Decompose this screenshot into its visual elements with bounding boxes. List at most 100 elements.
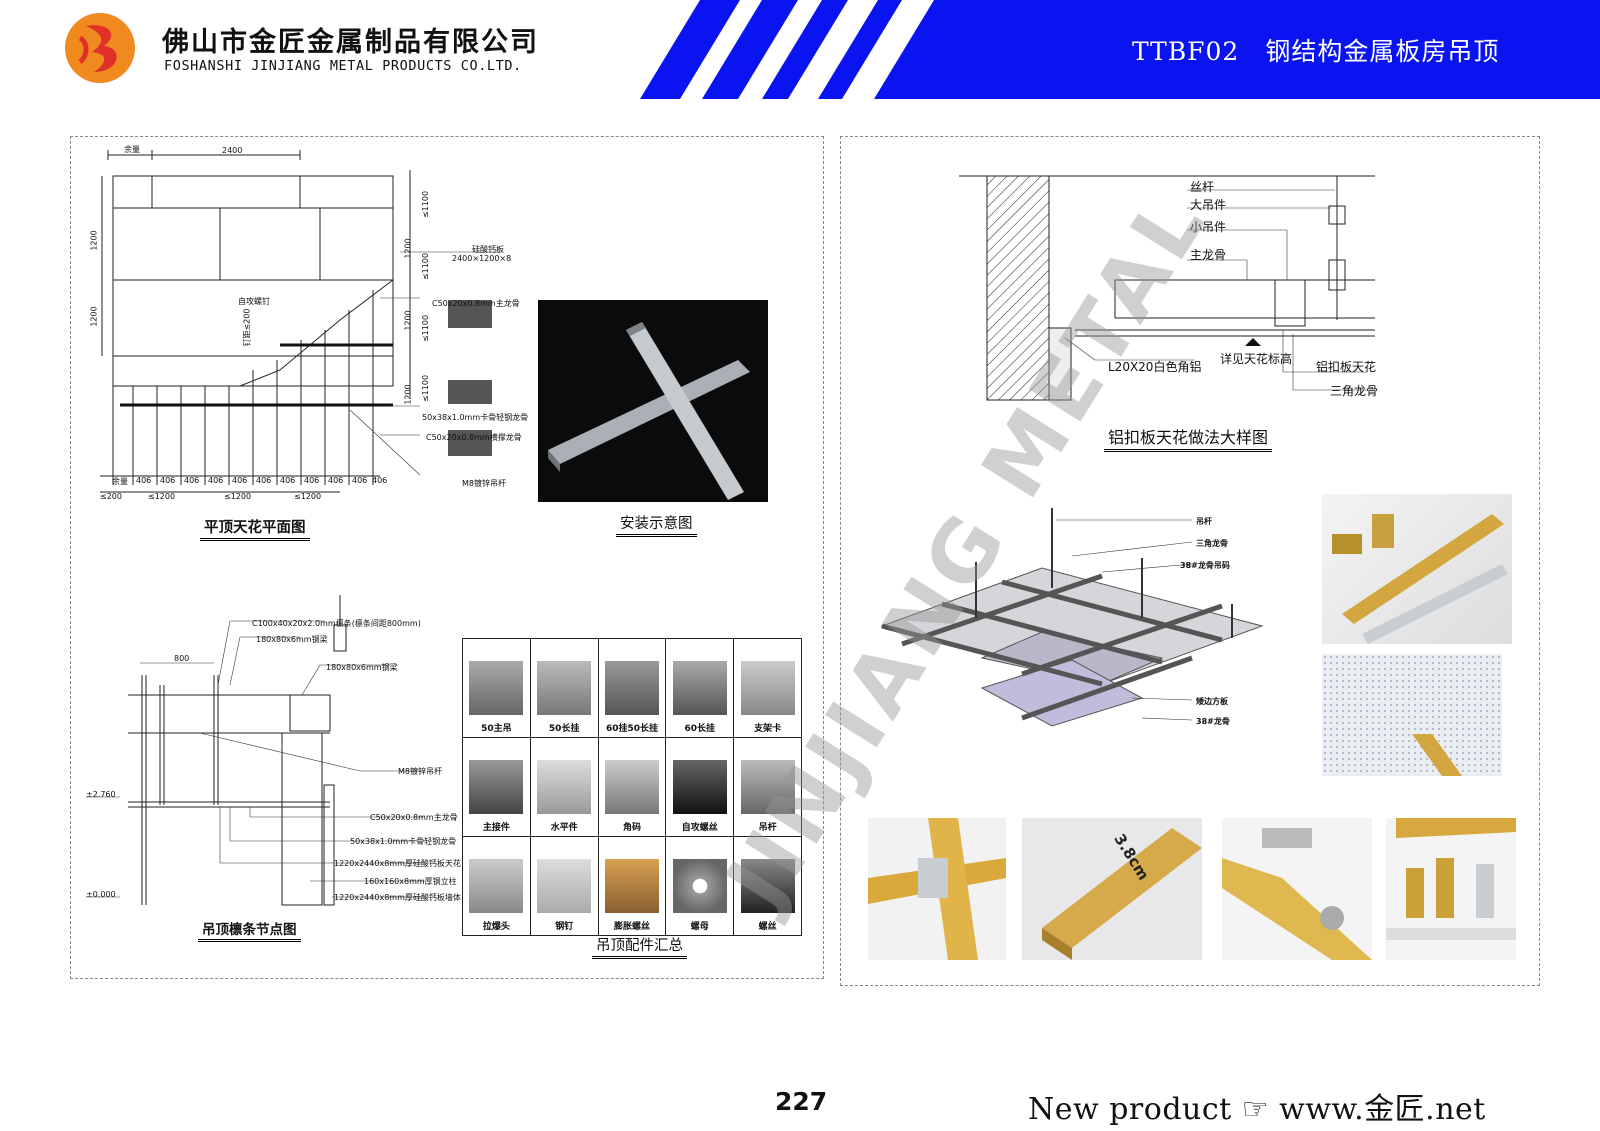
node-label-purlin: C100x40x20x2.0mm檩条(檩条间距800mm) [252,619,421,628]
accessory-label: 60挂50长挂 [605,724,659,734]
plan-dim-1200-2: ≤1200 [224,492,252,501]
screw-icon [740,859,795,913]
detail-label-big-hanger: 大吊件 [1190,198,1227,212]
detail-label-main-keel: 主龙骨 [1190,248,1227,262]
accessory-label: 50长挂 [548,724,580,734]
plan-dim-left-1: 1200 [89,230,99,251]
plan-dim-1200-1: ≤1200 [148,492,176,501]
plan-dim-406-9: 406 [328,476,344,485]
plan-dim-406-10: 406 [352,476,368,485]
detail-label-panel: 铝扣板天花 [1316,360,1377,374]
plan-label-card-keel: 50x38x1.0mm卡骨轻钢龙骨 [422,413,529,422]
accessory-cell: 50长挂 [529,638,599,738]
main-hanger-50-icon [469,661,524,715]
accessory-label: 自攻螺丝 [681,823,718,833]
plan-label-board: 硅酸钙板 [472,245,504,254]
plan-dim-406-5: 406 [232,476,248,485]
node-level-low: ±0.000 [86,890,116,899]
accessory-label: 螺母 [690,922,709,932]
hanger-60-50-icon [604,661,659,715]
iso-label-rod: 吊杆 [1196,517,1212,526]
detail-label-rod: 丝杆 [1190,180,1215,194]
perforated-panel-photo [1322,654,1502,776]
accessory-cell: 60长挂 [665,638,735,738]
plan-dim-right-4: ≤1100 [421,374,431,403]
bracket-clip-icon [740,661,795,715]
plan-dim-406-2: 406 [160,476,176,485]
accessory-cell: 螺母 [665,836,735,936]
plan-label-rod: M8镀锌吊杆 [462,479,506,488]
hanger-parts-photo [1222,818,1372,960]
detail-label-tri-keel: 三角龙骨 [1330,384,1379,398]
accessories-row: 拉爆头 钢钉 膨胀螺丝 螺母 螺丝 [462,836,802,936]
plan-dim-right-3: ≤1100 [421,314,431,343]
accessory-label: 主接件 [482,823,510,833]
node-label-main-keel: C50x20x0.8mm主龙骨 [370,813,458,822]
iso-label-keel38: 38#龙骨 [1196,717,1230,726]
node-level-high: ±2.760 [86,790,116,799]
detail-caption: 铝扣板天花做法大样图 [1104,424,1273,452]
accessory-label: 膨胀螺丝 [613,922,650,932]
accessory-cell: 自攻螺丝 [665,737,735,837]
plan-dim-2400: 2400 [222,146,243,155]
nut-icon [672,859,727,913]
node-dim-800: 800 [174,654,190,663]
plan-dim-right-1200-2: 1200 [403,310,413,331]
accessory-label: 50主吊 [481,724,512,734]
isometric-ceiling-drawing [880,508,1264,727]
plan-label-screw-spacing: 钉距≤200 [242,308,252,347]
node-label-rod: M8镀锌吊杆 [398,767,442,776]
plan-dim-406-7: 406 [280,476,296,485]
plan-dim-406-3: 406 [184,476,200,485]
accessory-cell: 60挂50长挂 [597,638,667,738]
plan-label-main-keel: C50x20x0.8mm主龙骨 [432,299,520,308]
accessory-cell: 50主吊 [462,638,531,738]
detail-label-angle: L20X20白色角铝 [1108,360,1202,374]
document-title: TTBF02 钢结构金属板房吊顶 [1132,37,1500,66]
right-panel [840,136,1540,986]
accessories-caption: 吊顶配件汇总 [592,934,687,959]
plan-dim-406-1: 406 [136,476,152,485]
footer-website[interactable]: New product ☞ www.金匠.net [1028,1092,1486,1127]
plan-dim-right-1200-3: 1200 [403,384,413,405]
steel-nail-icon [537,859,592,913]
node-label-column: 160x160x8mm厚钢立柱 [364,877,457,886]
long-hanger-50-icon [537,661,592,715]
purlin-node-drawing [86,595,425,906]
plan-dim-1200-0: ≤200 [100,492,122,501]
node-label-wall-board: 1220x2440x8mm厚硅酸钙板墙体 [334,893,461,902]
accessory-label: 60长挂 [684,724,716,734]
expansion-bolt-icon [604,859,659,913]
install-photo [538,300,768,502]
accessory-cell: 角码 [597,737,667,837]
aluminum-ceiling-detail-drawing [959,175,1375,401]
accessories-row: 50主吊 50长挂 60挂50长挂 60长挂 支架卡 [462,638,802,738]
accessory-label: 支架卡 [754,724,782,734]
company-name-en: FOSHANSHI JINJIANG METAL PRODUCTS CO.LTD… [164,58,522,74]
install-caption: 安装示意图 [616,512,697,537]
accessory-label: 钢钉 [555,922,574,932]
accessory-cell: 水平件 [529,737,599,837]
accessory-label: 拉爆头 [482,922,510,932]
plan-dim-406-8: 406 [304,476,320,485]
ceiling-plan-drawing [100,150,500,493]
plan-dim-406-6: 406 [256,476,272,485]
horizontal-piece-icon [537,760,592,814]
detail-label-small-hanger: 小吊件 [1190,220,1227,234]
node-caption: 吊顶檩条节点图 [198,918,301,942]
expansion-head-icon [469,859,524,913]
self-tapping-screw-icon [672,760,727,814]
plan-dim-406-4: 406 [208,476,224,485]
accessory-label: 角码 [622,823,641,833]
iso-label-tri-keel: 三角龙骨 [1196,539,1228,548]
plan-caption: 平顶天花平面图 [200,516,310,541]
gold-hanger-set-photo [1386,818,1516,960]
header: 佛山市金匠金属制品有限公司 FOSHANSHI JINJIANG METAL P… [0,0,1600,100]
gold-keel-clip-photo [868,818,1006,960]
company-name-cn: 佛山市金匠金属制品有限公司 [162,27,539,58]
detail-label-ceiling-level: 详见天花标高 [1220,352,1293,366]
long-hanger-60-icon [672,661,727,715]
plan-dim-1200-3: ≤1200 [294,492,322,501]
accessories-row: 主接件 水平件 角码 自攻螺丝 吊杆 [462,737,802,837]
title-banner [640,0,1600,99]
